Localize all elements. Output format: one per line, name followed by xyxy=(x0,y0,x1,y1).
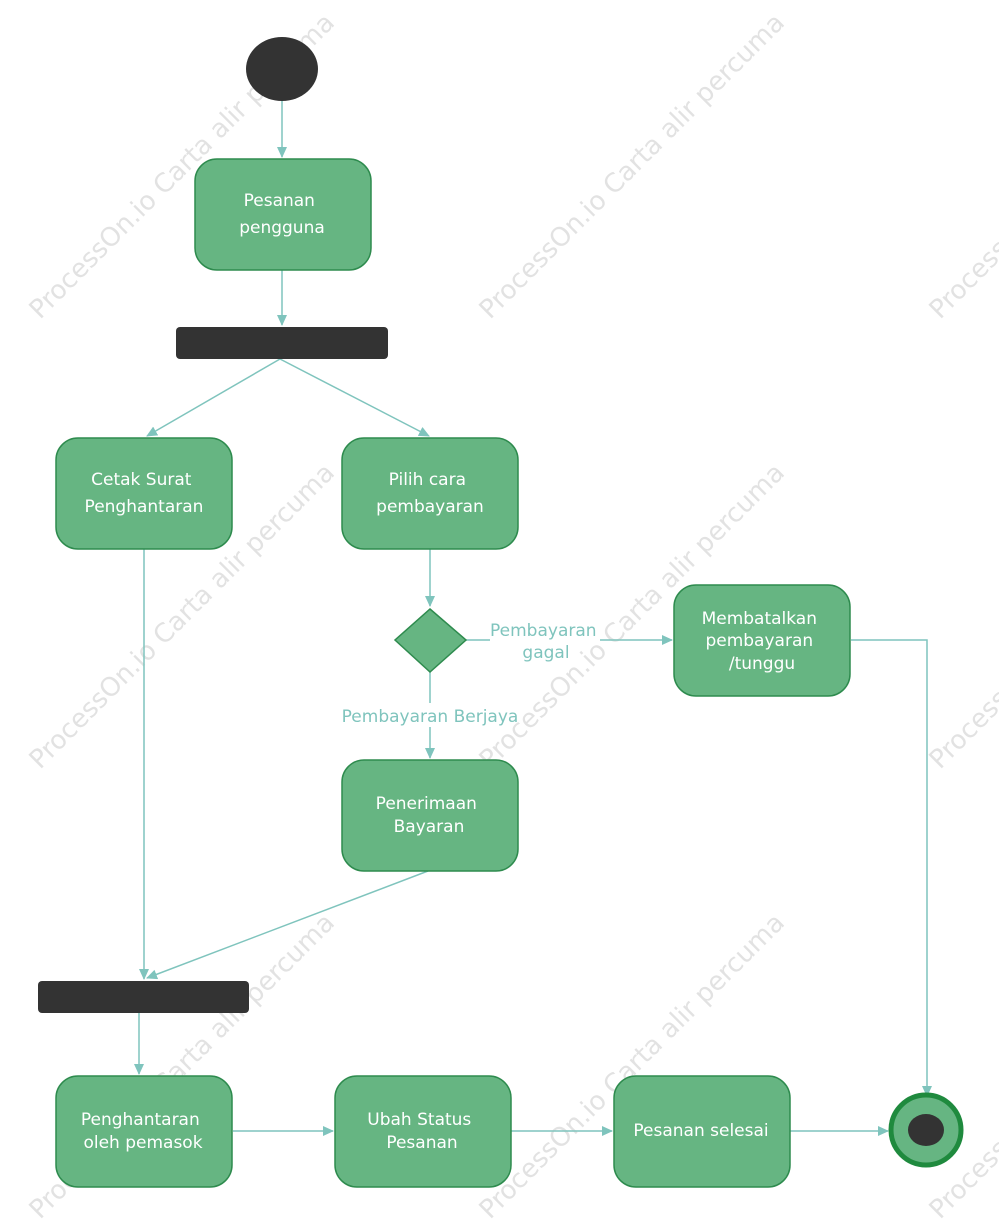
node-label-line: Cetak Surat xyxy=(91,470,192,490)
node-pesanan-selesai[interactable]: Pesanan selesai xyxy=(613,1075,791,1188)
node-membatalkan[interactable]: Membatalkan pembayaran /tunggu xyxy=(673,584,851,697)
watermark-text: ProcessOn.io Carta alir percuma xyxy=(924,8,999,325)
node-label-line: oleh pemasok xyxy=(83,1133,202,1153)
node-pesanan-pengguna[interactable]: Pesanan pengguna xyxy=(194,158,372,271)
node-pilih-cara[interactable]: Pilih cara pembayaran xyxy=(341,437,519,550)
node-label-line: Pilih cara xyxy=(389,470,466,490)
watermark-text: ProcessOn.io Carta alir percuma xyxy=(924,458,999,775)
node-label-line: Membatalkan xyxy=(702,609,817,629)
node-ubah-status[interactable]: Ubah Status Pesanan xyxy=(334,1075,512,1188)
edge-label-gagal: Pembayaran gagal xyxy=(490,621,602,663)
node-penerimaan-bayaran[interactable]: Penerimaan Bayaran xyxy=(341,759,519,872)
edge-label-berjaya: Pembayaran Berjaya xyxy=(342,707,519,727)
node-label-line: Ubah Status xyxy=(367,1110,471,1130)
node-label-line: Pesanan xyxy=(386,1133,457,1153)
edge-label-line: gagal xyxy=(522,643,569,663)
edge-fork-to-cetak xyxy=(146,358,281,437)
svg-text:Pesanan selesai: Pesanan selesai xyxy=(633,1121,768,1141)
svg-text:Pesanan pengguna: Pesanan pengguna xyxy=(239,191,325,238)
node-label-line: Penghantaran xyxy=(81,1110,200,1130)
decision-diamond[interactable] xyxy=(393,608,468,674)
start-node[interactable] xyxy=(246,37,318,101)
edge-fork-to-pilih xyxy=(279,358,430,437)
node-label-line: /tunggu xyxy=(729,654,795,674)
watermark-text: ProcessOn.io Carta alir percuma xyxy=(924,908,999,1222)
node-label-line: Pesanan xyxy=(244,191,315,211)
node-label-line: Pesanan selesai xyxy=(633,1121,768,1141)
node-cetak-surat[interactable]: Cetak Surat Penghantaran xyxy=(55,437,233,550)
edge-penerimaan-to-join xyxy=(146,870,429,980)
svg-text:Cetak Surat Penghantaran: Cetak Surat Penghantaran xyxy=(85,470,204,517)
node-label-line: Penerimaan xyxy=(376,794,477,814)
svg-text:Membatalkan pembayaran: Membatalkan pembayaran /tunggu xyxy=(702,609,823,674)
edge-membatalkan-to-final xyxy=(851,639,932,1097)
svg-text:Ubah Status Pesanan: Ubah Status Pesanan xyxy=(367,1110,476,1153)
join-bar[interactable] xyxy=(38,981,249,1013)
edge-label-line: Pembayaran xyxy=(490,621,597,641)
watermark-text: ProcessOn.io Carta alir percuma xyxy=(474,8,791,325)
edges xyxy=(134,100,932,1136)
node-label-line: Bayaran xyxy=(394,817,465,837)
final-node-core xyxy=(908,1114,944,1146)
svg-text:Penghantaran oleh pemaso: Penghantaran oleh pemasok xyxy=(81,1110,205,1153)
node-label-line: pengguna xyxy=(239,218,325,238)
node-penghantaran-pemasok[interactable]: Penghantaran oleh pemasok xyxy=(55,1075,233,1188)
svg-text:Penerimaan Bayaran: Penerimaan Bayaran xyxy=(376,794,483,837)
svg-text:Pilih cara pembayaran: Pilih cara pembayaran xyxy=(376,470,484,517)
node-label-line: pembayaran xyxy=(376,497,484,517)
fork-bar[interactable] xyxy=(176,327,388,359)
node-label-line: pembayaran xyxy=(705,631,813,651)
node-label-line: Penghantaran xyxy=(85,497,204,517)
